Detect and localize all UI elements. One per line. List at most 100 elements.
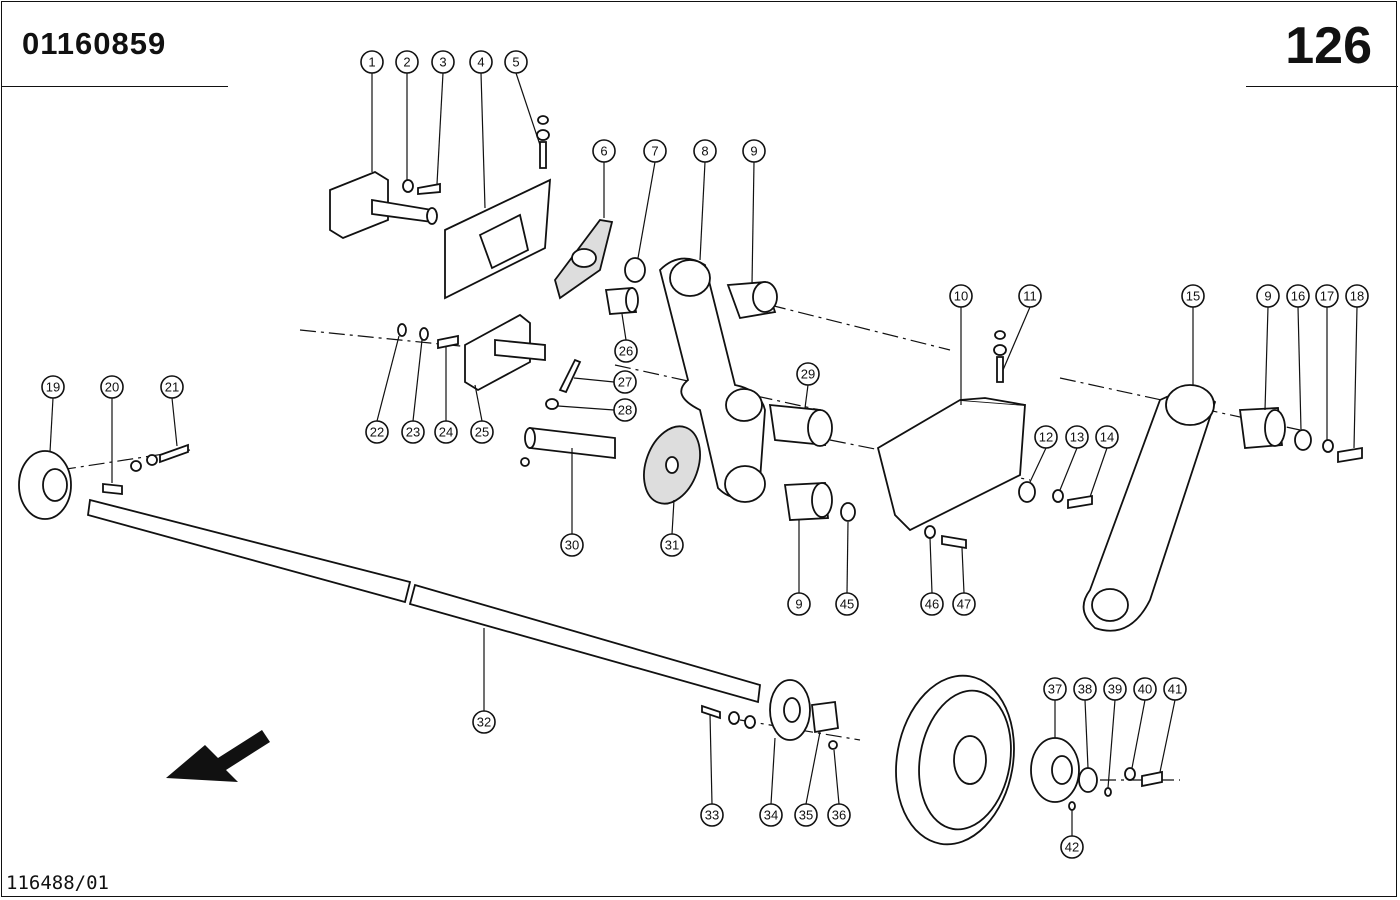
callout-10: 10	[949, 284, 973, 405]
callout-13: 13	[1059, 425, 1089, 491]
callout-32: 32	[472, 628, 496, 734]
svg-text:13: 13	[1070, 430, 1084, 445]
svg-text:35: 35	[799, 808, 813, 823]
callout-21: 21	[160, 375, 184, 447]
svg-text:29: 29	[801, 367, 815, 382]
svg-text:10: 10	[954, 289, 968, 304]
callout-26: 26	[614, 313, 638, 363]
svg-text:19: 19	[46, 380, 60, 395]
arrow-down-left-icon	[166, 730, 270, 782]
svg-text:24: 24	[439, 425, 453, 440]
svg-text:15: 15	[1186, 289, 1200, 304]
callout-47: 47	[952, 547, 976, 616]
svg-text:2: 2	[403, 55, 410, 70]
callout-38: 38	[1073, 677, 1097, 769]
callout-5: 5	[504, 50, 541, 146]
callout-22: 22	[365, 335, 400, 444]
svg-text:42: 42	[1065, 840, 1079, 855]
svg-text:18: 18	[1350, 289, 1364, 304]
svg-text:38: 38	[1078, 682, 1092, 697]
callout-40: 40	[1131, 677, 1157, 769]
svg-text:23: 23	[406, 425, 420, 440]
svg-text:1: 1	[368, 55, 375, 70]
svg-text:39: 39	[1108, 682, 1122, 697]
callout-27: 27	[573, 370, 637, 394]
callout-29: 29	[796, 362, 820, 409]
svg-text:14: 14	[1100, 430, 1114, 445]
svg-text:12: 12	[1039, 430, 1053, 445]
page-number: 126	[1285, 17, 1372, 75]
callout-42: 42	[1060, 810, 1084, 859]
callout-6: 6	[592, 139, 616, 218]
svg-text:9: 9	[795, 597, 802, 612]
header-rule-left	[2, 86, 228, 87]
callout-9b: 9	[787, 520, 811, 616]
svg-text:46: 46	[925, 597, 939, 612]
callout-28: 28	[557, 398, 637, 422]
svg-text:5: 5	[512, 55, 519, 70]
svg-text:45: 45	[840, 597, 854, 612]
callout-17: 17	[1315, 284, 1339, 440]
svg-text:8: 8	[701, 144, 708, 159]
callout-2: 2	[395, 50, 419, 180]
callout-34: 34	[759, 737, 783, 827]
callout-19: 19	[41, 375, 65, 453]
part-number: 01160859	[22, 26, 167, 61]
svg-text:21: 21	[165, 380, 179, 395]
svg-text:17: 17	[1320, 289, 1334, 304]
callout-30: 30	[560, 448, 584, 557]
svg-text:4: 4	[477, 55, 484, 70]
svg-text:6: 6	[600, 144, 607, 159]
callout-group: 1 2 3 4 5 6 7 8 9 9 9 10 11 12 13 14 15 …	[41, 50, 1369, 859]
svg-text:41: 41	[1168, 682, 1182, 697]
callout-39: 39	[1103, 677, 1127, 789]
svg-text:28: 28	[618, 403, 632, 418]
svg-text:40: 40	[1138, 682, 1152, 697]
svg-text:22: 22	[370, 425, 384, 440]
callout-16: 16	[1286, 284, 1310, 431]
svg-text:47: 47	[957, 597, 971, 612]
callout-8: 8	[693, 139, 717, 261]
svg-text:16: 16	[1291, 289, 1305, 304]
callout-12: 12	[1029, 425, 1058, 483]
drawing-reference: 116488/01	[6, 872, 109, 894]
callout-4: 4	[469, 50, 493, 209]
parts-drawing	[18, 115, 1363, 846]
header-rule-right	[1246, 86, 1398, 87]
callout-35: 35	[794, 731, 821, 827]
callout-20: 20	[100, 375, 124, 483]
callout-18: 18	[1345, 284, 1369, 449]
callout-33: 33	[700, 713, 724, 827]
svg-text:33: 33	[705, 808, 719, 823]
callout-37: 37	[1043, 677, 1067, 738]
svg-text:26: 26	[619, 344, 633, 359]
callout-14: 14	[1089, 425, 1119, 498]
callout-36: 36	[827, 749, 851, 827]
svg-text:9: 9	[1264, 289, 1271, 304]
svg-text:37: 37	[1048, 682, 1062, 697]
callout-46: 46	[920, 537, 944, 616]
svg-text:27: 27	[618, 375, 632, 390]
callout-31: 31	[660, 499, 684, 557]
callout-9c: 9	[1256, 284, 1280, 411]
svg-text:34: 34	[764, 808, 778, 823]
callout-11: 11	[1002, 284, 1042, 371]
svg-text:11: 11	[1023, 289, 1037, 304]
svg-text:25: 25	[475, 425, 489, 440]
callout-15: 15	[1181, 284, 1205, 386]
callout-1: 1	[360, 50, 384, 172]
svg-text:7: 7	[651, 144, 658, 159]
svg-text:30: 30	[565, 538, 579, 553]
svg-text:32: 32	[477, 715, 491, 730]
callout-24: 24	[434, 346, 458, 444]
svg-text:9: 9	[750, 144, 757, 159]
callout-7: 7	[637, 139, 667, 259]
callout-9a: 9	[742, 139, 766, 285]
callout-45: 45	[835, 521, 859, 616]
svg-text:20: 20	[105, 380, 119, 395]
svg-text:36: 36	[832, 808, 846, 823]
svg-text:3: 3	[439, 55, 446, 70]
callout-3: 3	[431, 50, 455, 185]
